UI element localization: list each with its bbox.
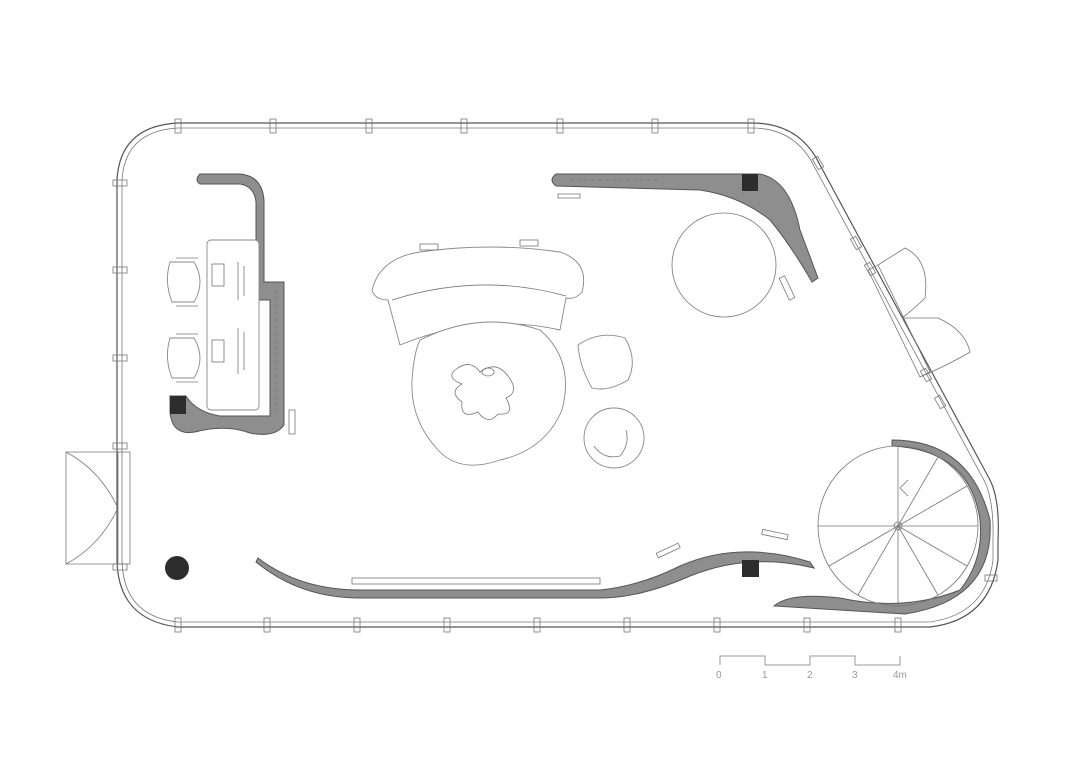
bottom-curved-counter bbox=[255, 528, 816, 599]
scale-label-2: 2 bbox=[807, 670, 813, 681]
office-chair-2 bbox=[167, 333, 201, 383]
round-table-top bbox=[671, 212, 777, 318]
reception-counter bbox=[169, 173, 285, 435]
bar-counter bbox=[551, 173, 819, 283]
scale-label-1: 1 bbox=[762, 670, 768, 681]
scale-label-4m: 4m bbox=[893, 670, 907, 681]
lounge-rug bbox=[411, 321, 566, 466]
wall-posts bbox=[112, 118, 998, 633]
office-chair-1 bbox=[167, 257, 201, 307]
spiral-staircase[interactable] bbox=[772, 439, 991, 615]
scale-bar: 0 1 2 3 4m bbox=[716, 655, 907, 681]
curved-sofa bbox=[371, 239, 585, 346]
left-door[interactable] bbox=[65, 451, 131, 565]
display-panel-2 bbox=[778, 275, 796, 301]
display-panel-1 bbox=[288, 409, 296, 435]
armchair-1 bbox=[577, 334, 633, 390]
speaker-icon bbox=[165, 556, 189, 580]
scale-label-0: 0 bbox=[716, 670, 722, 681]
round-stool bbox=[583, 407, 645, 469]
office-desk bbox=[206, 239, 260, 411]
scale-label-3: 3 bbox=[852, 670, 858, 681]
right-door[interactable] bbox=[867, 247, 971, 378]
